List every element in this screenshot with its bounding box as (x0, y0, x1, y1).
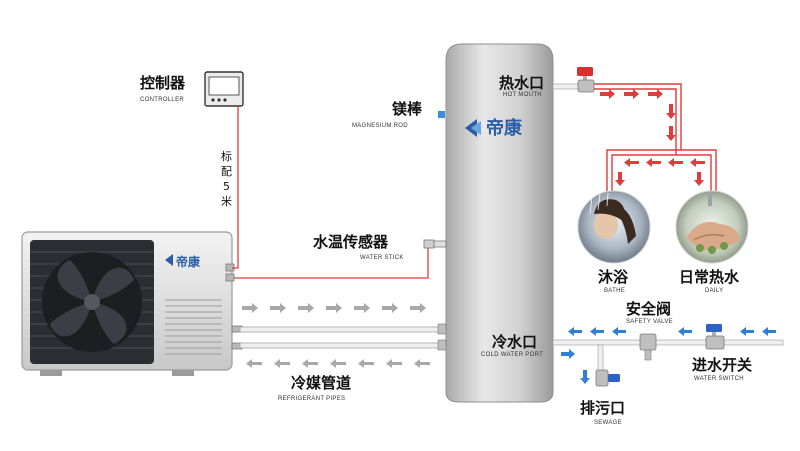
svg-text:标: 标 (221, 149, 232, 163)
controller-label-en: CONTROLLER (140, 97, 184, 103)
controller-label: 控制器 (140, 74, 186, 92)
tank-brand-text: 帝康 (486, 117, 523, 139)
water-switch-label-en: WATER SWITCH (694, 376, 744, 382)
cold-water-inlet: 冷水口 COLD WATER PORT 排污口 SEWAGE (481, 300, 784, 426)
water-sensor: 水温传感器 WATER STICK (313, 233, 447, 261)
unit-brand-logo: 帝康 (165, 254, 201, 269)
daily-user: 日常热水 DAILY (675, 190, 749, 294)
water-switch-label: 进水开关 (692, 356, 752, 374)
cold-port-label: 冷水口 (492, 333, 537, 351)
safety-valve-label-en: SAFETY VALVE (626, 319, 673, 325)
svg-text:配: 配 (221, 165, 232, 178)
fan-icon (42, 252, 142, 352)
hot-mouth-label: 热水口 (499, 74, 544, 92)
magnesium-rod-label: 镁棒 (392, 100, 423, 118)
sewage-label: 排污口 (580, 399, 625, 417)
controller-cable (232, 106, 435, 279)
refrigerant-pipes-label-en: REFRIGERANT PIPES (278, 396, 345, 402)
sewage-label-en: SEWAGE (594, 420, 622, 426)
bathe-label-en: BATHE (604, 288, 625, 294)
daily-label: 日常热水 (679, 268, 740, 286)
svg-text:米: 米 (221, 195, 232, 208)
water-sensor-label: 水温传感器 (313, 233, 389, 251)
refrigerant-pipes: 冷媒管道 REFRIGERANT PIPES (239, 303, 447, 402)
tank-brand-logo: 帝康 (465, 117, 523, 139)
hands-icon (675, 190, 749, 264)
outdoor-unit: 帝康 (21, 231, 243, 376)
controller: 控制器 CONTROLLER (140, 71, 244, 107)
magnesium-rod: 镁棒 MAGNESIUM ROD (352, 100, 445, 129)
bathe-label: 沐浴 (598, 268, 629, 286)
unit-brand-text: 帝康 (176, 254, 201, 269)
hot-mouth-label-en: HOT MOUTH (503, 92, 542, 98)
svg-text:5: 5 (223, 180, 230, 193)
hot-water-outlet: 热水口 HOT MOUTH (499, 67, 717, 196)
safety-valve-icon (639, 333, 657, 361)
magnesium-rod-label-en: MAGNESIUM ROD (352, 123, 408, 129)
water-switch-icon (705, 324, 725, 350)
hot-valve-icon (577, 67, 595, 93)
daily-label-en: DAILY (705, 288, 723, 294)
cold-port-label-en: COLD WATER PORT (481, 352, 543, 358)
water-tank: 帝康 (445, 43, 554, 403)
refrigerant-pipes-label: 冷媒管道 (291, 374, 351, 392)
safety-valve-label: 安全阀 (626, 300, 671, 318)
shower-icon (577, 190, 651, 264)
water-sensor-label-en: WATER STICK (360, 255, 404, 261)
cable-length-note: 标 配 5 米 (221, 149, 232, 208)
controller-icon (204, 71, 244, 107)
bathe-user: 沐浴 BATHE (577, 190, 651, 294)
sewage-valve-icon (595, 369, 620, 387)
